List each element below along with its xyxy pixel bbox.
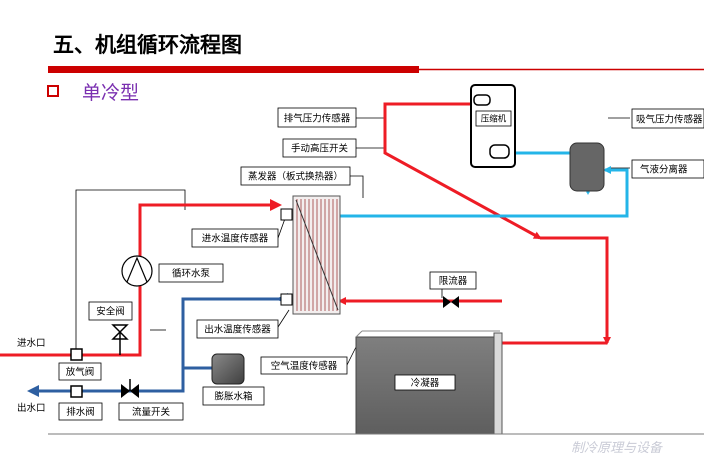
gas-liquid-separator-label: 气液分离器 [640, 164, 688, 176]
circulation-pump-label: 循环水泵 [172, 268, 211, 280]
evaporator [292, 195, 341, 315]
manual-high-pressure-switch-label: 手动高压开关 [291, 143, 349, 155]
compressor-label: 压缩机 [481, 114, 507, 125]
flow-switch-label: 流量开关 [132, 406, 171, 418]
page-title: 五、机组循环流程图 [53, 33, 242, 57]
air-temp-sensor-label: 空气温度传感器 [271, 360, 338, 372]
air-vent-valve-label: 放气阀 [66, 366, 95, 378]
throttle-label: 限流器 [439, 275, 468, 287]
subtitle: 单冷型 [82, 82, 139, 104]
pump-icon [121, 255, 153, 287]
inlet-water-temp-sensor-icon [280, 208, 293, 221]
header-bar [48, 66, 419, 73]
subtitle-bullet [47, 85, 59, 97]
outlet-water-temp-sensor-icon [280, 293, 293, 306]
throttle-valve-icon [443, 296, 459, 308]
flow-switch-valve-icon [121, 379, 139, 398]
outlet-water-temp-sensor-label: 出水温度传感器 [204, 324, 271, 336]
inlet-water-temp-sensor-label: 进水温度传感器 [202, 233, 269, 245]
drain-valve-icon [70, 385, 83, 398]
gas-liquid-separator-icon [569, 142, 605, 192]
suction-pressure-sensor-label: 吸气压力传感器 [636, 114, 703, 126]
compressor: 压缩机 [470, 84, 516, 168]
expansion-tank-label: 膨胀水箱 [214, 391, 252, 403]
watermark: 制冷原理与设备 [571, 441, 664, 455]
air-vent-valve-icon [70, 348, 83, 361]
water-outlet-label: 出水口 [17, 402, 46, 414]
drain-valve-label: 排水阀 [66, 406, 95, 418]
water-inlet-label: 进水口 [17, 337, 46, 349]
evaporator-label: 蒸发器（板式换热器） [248, 171, 343, 183]
safety-valve-label: 安全阀 [96, 306, 125, 318]
discharge-pressure-sensor-label: 排气压力传感器 [284, 113, 351, 125]
condenser: 冷凝器 [355, 330, 503, 435]
expansion-tank-icon [211, 353, 245, 385]
safety-valve-icon [111, 324, 129, 355]
condenser-label: 冷凝器 [411, 377, 440, 389]
